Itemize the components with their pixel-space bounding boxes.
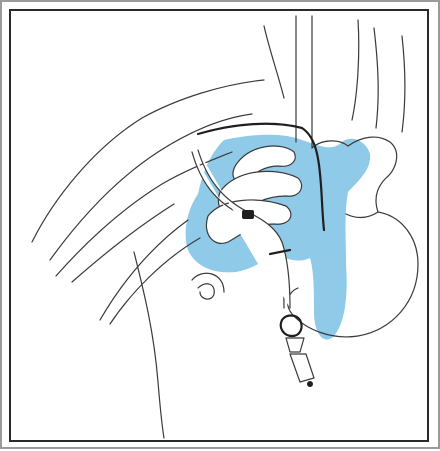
nipple	[198, 284, 214, 299]
nipple-ring	[192, 273, 224, 292]
arm-outline-4	[110, 238, 200, 324]
heart-inner	[346, 212, 378, 218]
catheter-connector	[281, 316, 302, 337]
catheter-adapter	[286, 338, 304, 352]
catheter-hub-clamp	[242, 210, 254, 219]
catheter-tip	[307, 381, 313, 387]
neck-line-5	[374, 28, 378, 128]
arm-outline-3	[100, 220, 188, 320]
catheter-tip-body	[290, 354, 314, 382]
neck-line-6	[402, 36, 405, 132]
neck-line-1	[264, 26, 284, 98]
side-outline	[134, 252, 164, 438]
neck-line-4	[352, 20, 359, 120]
